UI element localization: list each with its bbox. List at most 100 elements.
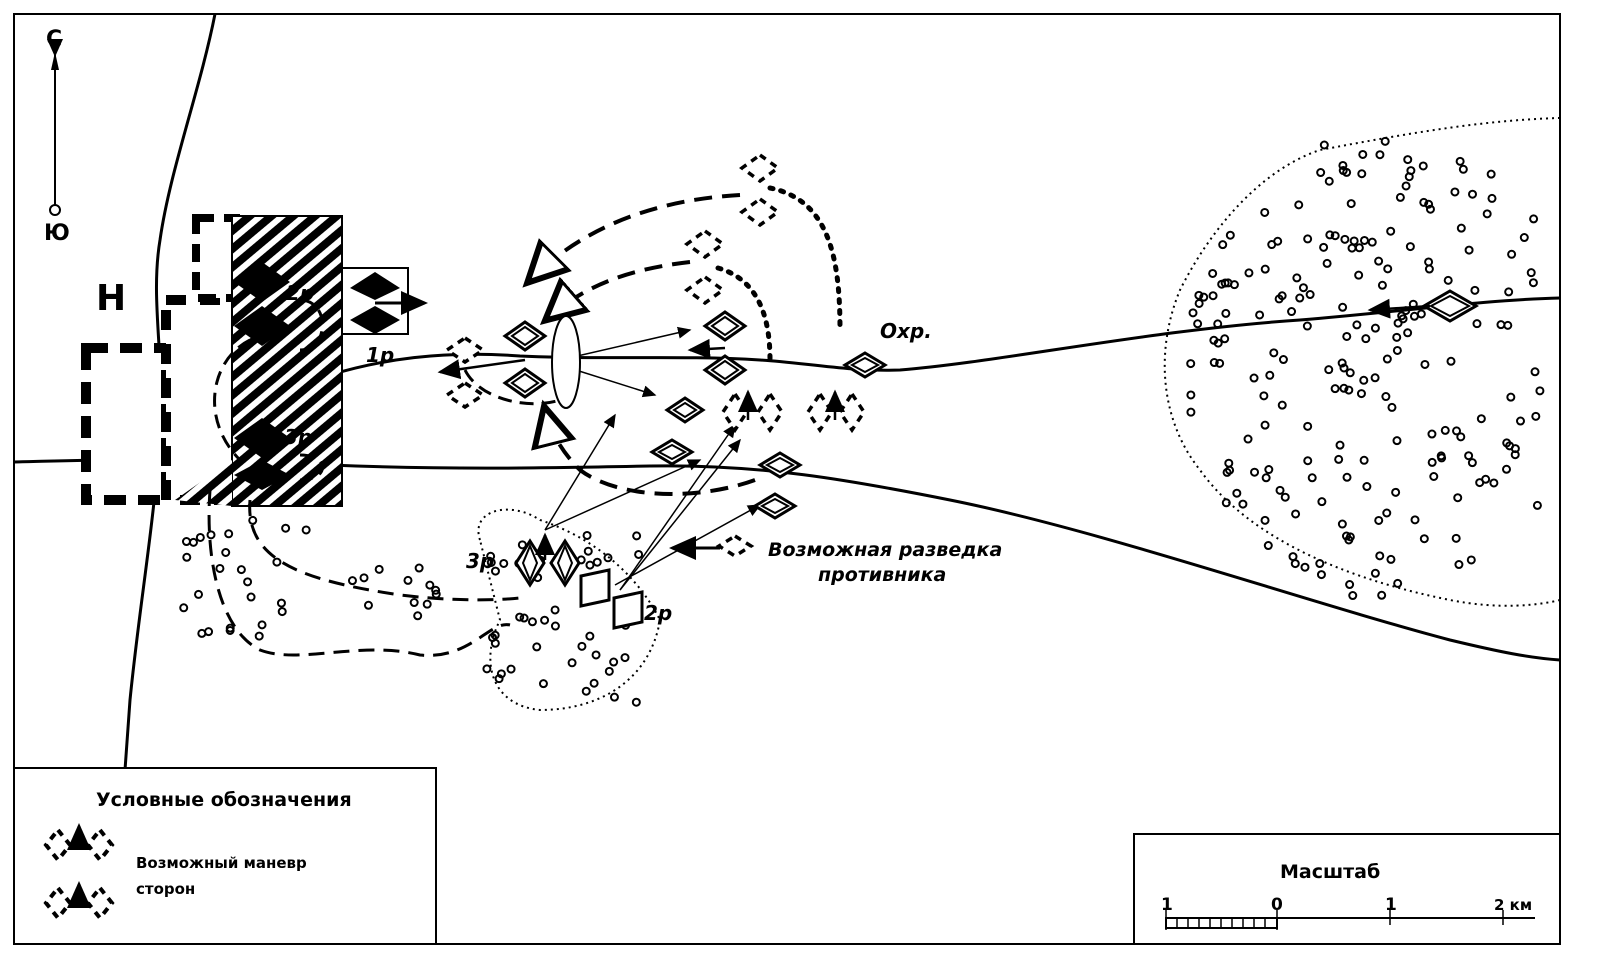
tree-icon <box>1427 429 1437 439</box>
tree-icon <box>1260 264 1270 274</box>
tree-icon <box>1349 236 1359 246</box>
tree-icon <box>1380 136 1390 146</box>
unit-position-icon <box>664 396 706 424</box>
unit-position-icon <box>579 568 611 608</box>
tree-icon <box>1194 290 1204 300</box>
tree-icon <box>591 650 601 660</box>
tree-icon <box>506 664 516 674</box>
tree-icon <box>1381 392 1391 402</box>
scale-tick-0: 0 <box>1271 895 1283 915</box>
tree-icon <box>631 697 641 707</box>
tree-icon <box>1427 457 1437 467</box>
tree-icon <box>1277 400 1287 410</box>
tree-icon <box>1476 414 1486 424</box>
tree-icon <box>215 563 225 573</box>
tree-icon <box>1496 320 1506 330</box>
tree-icon <box>1194 298 1204 308</box>
unit-position-icon <box>612 590 644 630</box>
tree-icon <box>1334 454 1344 464</box>
tree-icon <box>1468 189 1478 199</box>
tree-icon <box>1370 568 1380 578</box>
tree-icon <box>179 603 189 613</box>
tree-icon <box>1515 416 1525 426</box>
annotation-line1: Возможная разведка <box>768 539 1002 561</box>
tree-icon <box>1338 166 1348 176</box>
tree-icon <box>1193 319 1203 329</box>
tree-icon <box>527 617 537 627</box>
tree-icon <box>486 551 496 561</box>
tree-icon <box>1208 268 1218 278</box>
tree-icon <box>583 546 593 556</box>
tree-icon <box>206 530 216 540</box>
legend: Условные обозначения Возможный маневр ст… <box>13 767 437 945</box>
tree-icon <box>1510 450 1520 460</box>
settlement: Н <box>81 214 343 507</box>
tree-icon <box>1387 402 1397 412</box>
tree-icon <box>1265 370 1275 380</box>
tree-icon <box>1470 285 1480 295</box>
legend-title: Условные обозначения <box>96 789 352 811</box>
tree-icon <box>301 525 311 535</box>
tree-icon <box>1264 465 1274 475</box>
possible-unit-position-icon <box>720 390 750 434</box>
unit-symbols <box>437 152 1480 630</box>
tree-icon <box>1382 354 1392 364</box>
tree-icon <box>1260 515 1270 525</box>
tree-icon <box>425 580 435 590</box>
tree-icon <box>277 607 287 617</box>
tree-icon <box>1464 245 1474 255</box>
tree-icon <box>1291 509 1301 519</box>
tree-icon <box>1359 375 1369 385</box>
tree-icon <box>1504 287 1514 297</box>
tree-icon <box>1419 197 1429 207</box>
tree-icon <box>1303 456 1313 466</box>
tree-icon <box>1345 368 1355 378</box>
tree-icon <box>1338 160 1348 170</box>
tree-icon <box>188 537 198 547</box>
tree-icon <box>1345 580 1355 590</box>
possible-unit-position-icon <box>755 390 785 434</box>
possible-unit-position-icon <box>739 196 781 228</box>
tree-icon <box>1188 308 1198 318</box>
tree-icon <box>1339 363 1349 373</box>
tree-icon <box>1342 331 1352 341</box>
scale-bar: Масштаб 1 0 1 2 км <box>1133 833 1561 945</box>
tree-icon <box>1359 455 1369 465</box>
tree-icon <box>1221 308 1231 318</box>
tree-icon <box>1392 332 1402 342</box>
tree-icon <box>1375 150 1385 160</box>
tree-icon <box>1386 554 1396 564</box>
tree-icon <box>1528 278 1538 288</box>
tree-icon <box>1377 280 1387 290</box>
tree-icon <box>1519 233 1529 243</box>
possible-unit-position-icon <box>443 380 487 410</box>
recon-arrows <box>544 326 762 591</box>
tree-icon <box>1316 570 1326 580</box>
tree-icon <box>1213 319 1223 329</box>
tree-icon <box>403 575 413 585</box>
tree-icon <box>204 627 214 637</box>
tree-icon <box>1374 256 1384 266</box>
grove-oval <box>551 315 581 409</box>
tree-icon <box>1290 559 1300 569</box>
tree-icon <box>224 529 234 539</box>
tree-icon <box>1199 292 1209 302</box>
tree-icon <box>1223 278 1233 288</box>
tree-icon <box>409 598 419 608</box>
tree-icon <box>422 599 432 609</box>
tree-icon <box>1244 268 1254 278</box>
tree-icon <box>1424 264 1434 274</box>
tree-icon <box>181 537 191 547</box>
tree-icon <box>1424 257 1434 267</box>
tree-icon <box>1267 240 1277 250</box>
tree-icon <box>490 638 500 648</box>
tree-icon <box>1260 420 1270 430</box>
tree-icon <box>1409 311 1419 321</box>
tree-icon <box>1275 485 1285 495</box>
tree-icon <box>603 553 613 563</box>
tree-icon <box>281 523 291 533</box>
tree-icon <box>1324 176 1334 186</box>
tree-icon <box>1307 473 1317 483</box>
legend-item-label-line2: сторон <box>136 880 195 898</box>
tree-icon <box>1339 383 1349 393</box>
